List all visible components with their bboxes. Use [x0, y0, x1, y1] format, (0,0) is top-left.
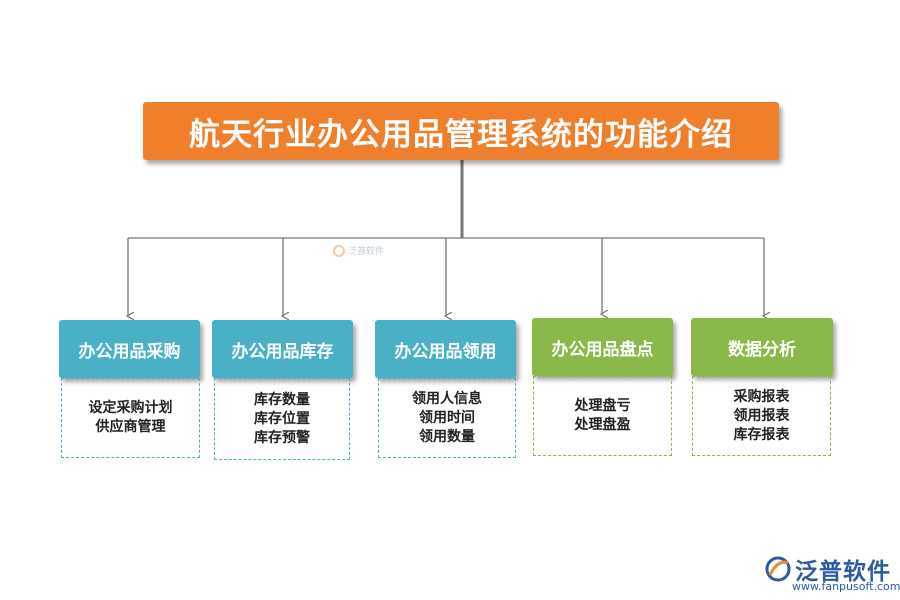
detail-item: 设定采购计划 — [88, 400, 173, 416]
detail-inventory: 库存数量 库存位置 库存预警 — [214, 378, 350, 460]
brand-mark-icon — [764, 555, 792, 583]
brand-url: www.fanpusoft.com — [792, 580, 900, 593]
detail-item: 库存预警 — [254, 429, 310, 446]
detail-item: 供应商管理 — [95, 419, 166, 435]
detail-item: 库存报表 — [733, 426, 790, 443]
detail-item: 库存数量 — [254, 391, 310, 408]
detail-procurement: 设定采购计划 供应商管理 — [61, 378, 200, 458]
detail-stocktaking: 处理盘亏 处理盘盈 — [533, 376, 672, 456]
detail-item: 领用时间 — [419, 409, 475, 426]
node-data-analysis: 数据分析 — [691, 318, 833, 376]
node-procurement: 办公用品采购 — [59, 320, 200, 378]
detail-item: 处理盘亏 — [574, 398, 631, 414]
diagram-title: 航天行业办公用品管理系统的功能介绍 — [143, 102, 779, 160]
node-requisition: 办公用品领用 — [375, 320, 516, 378]
detail-item: 领用报表 — [733, 407, 790, 424]
brand-name: 泛普软件 — [795, 559, 891, 585]
detail-item: 领用人信息 — [412, 390, 482, 407]
detail-data-analysis: 采购报表 领用报表 库存报表 — [692, 376, 831, 456]
node-inventory: 办公用品库存 — [212, 320, 353, 378]
node-stocktaking: 办公用品盘点 — [532, 318, 673, 376]
watermark-logo-icon — [333, 244, 345, 257]
detail-item: 采购报表 — [733, 388, 790, 405]
watermark: 泛普软件 — [333, 244, 384, 257]
detail-item: 处理盘盈 — [574, 417, 631, 433]
detail-requisition: 领用人信息 领用时间 领用数量 — [378, 378, 516, 458]
brand-logo: 泛普软件 — [764, 552, 891, 586]
detail-item: 库存位置 — [254, 410, 310, 427]
detail-item: 领用数量 — [419, 428, 475, 445]
watermark-text: 泛普软件 — [348, 247, 385, 257]
